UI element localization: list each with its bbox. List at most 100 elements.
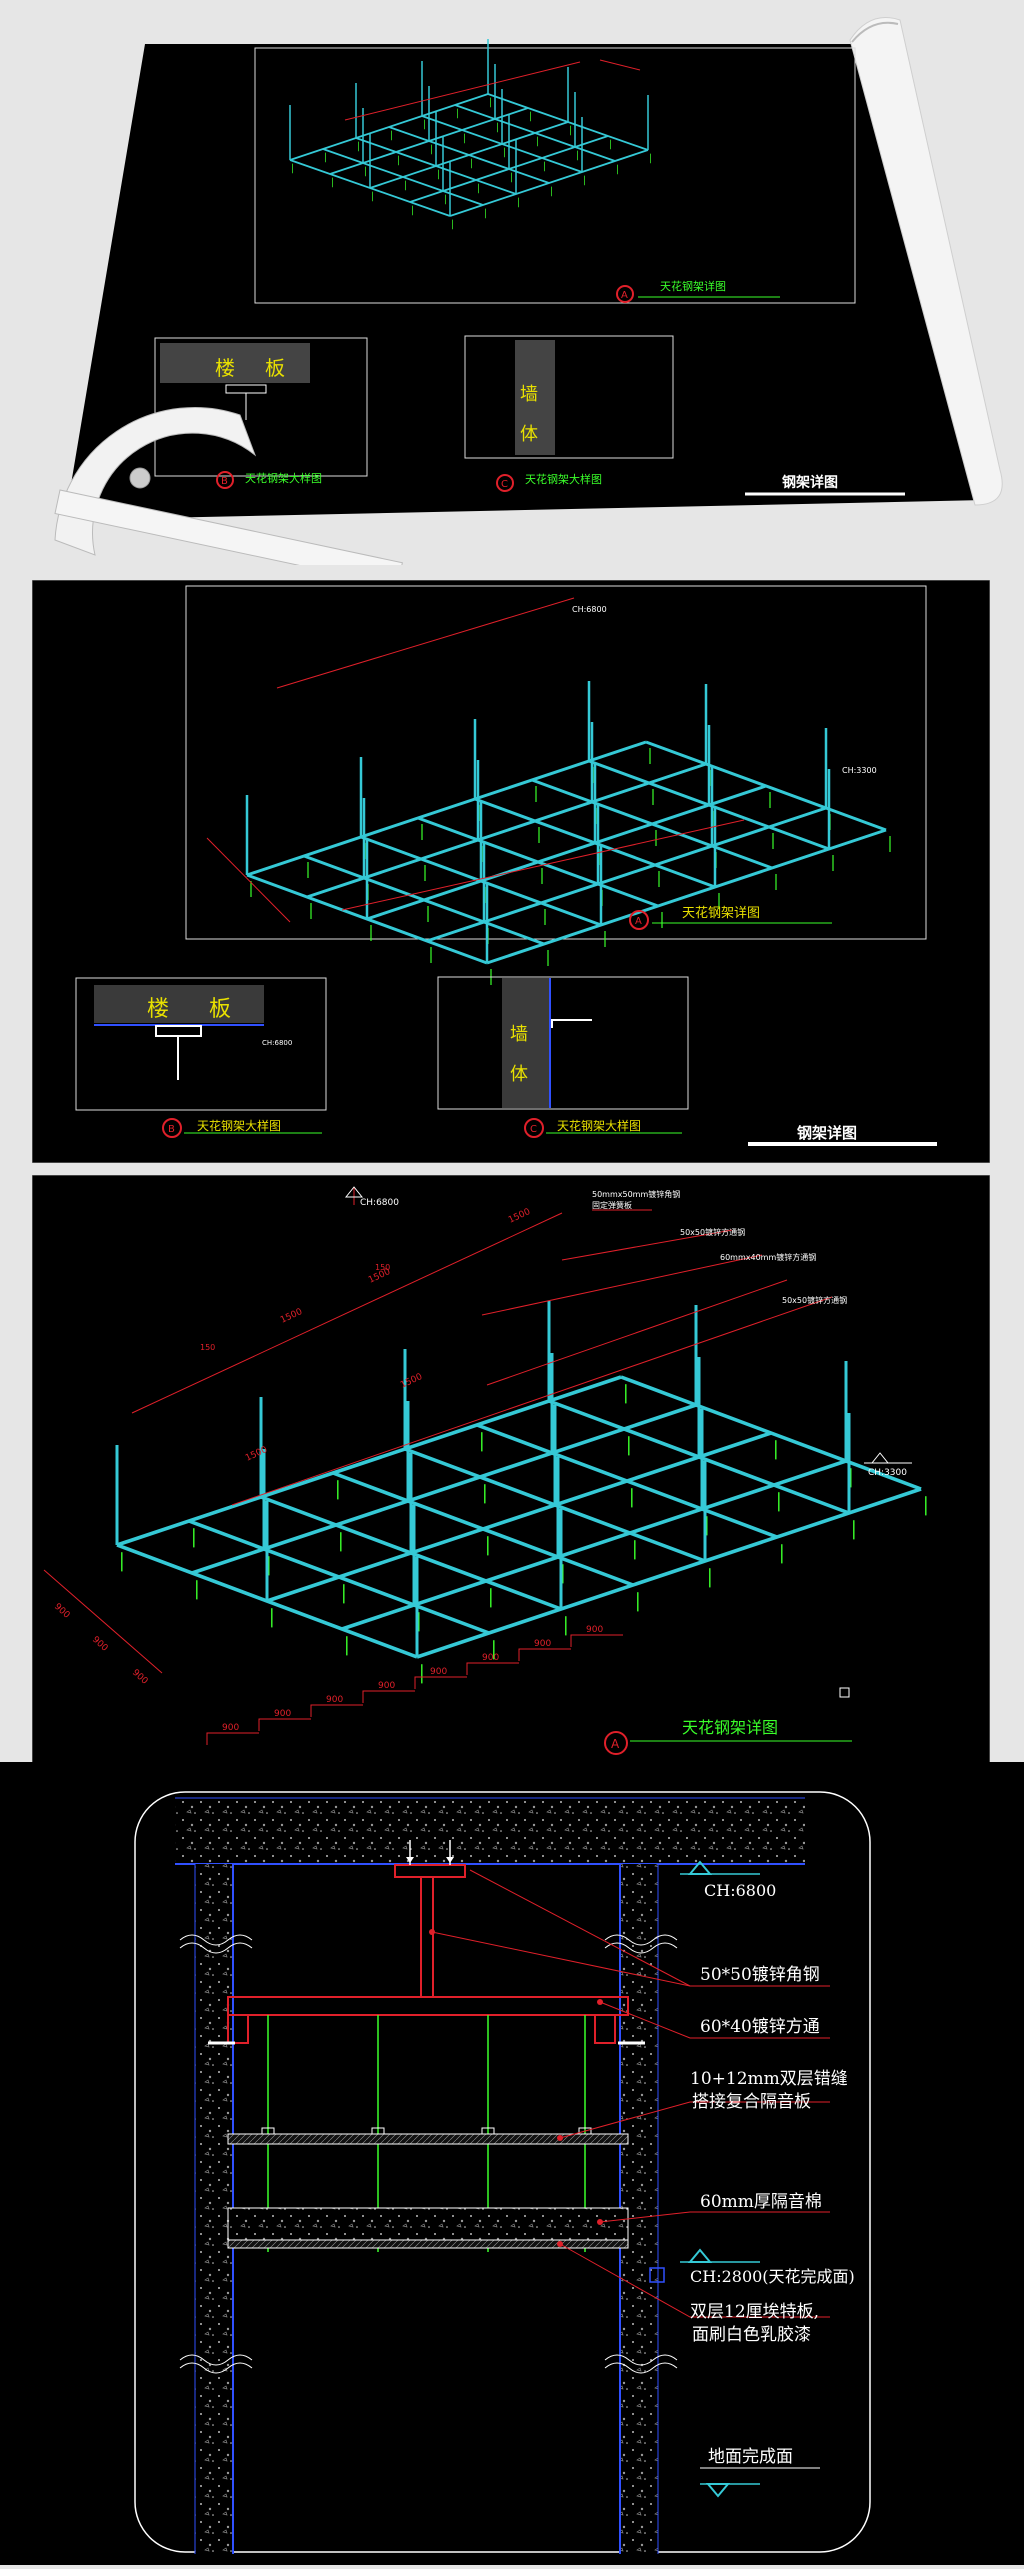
mini-title-b: 天花钢架大样图 bbox=[245, 471, 322, 485]
label-face-line1: 双层12厘埃特板, bbox=[690, 2302, 819, 2322]
mini-label-body: 体 bbox=[520, 424, 538, 445]
steel-member bbox=[476, 1423, 778, 1539]
dim-bottom-8: 900 bbox=[586, 1625, 603, 1635]
iso-note-tube-3: 50x50镀锌方通钢 bbox=[782, 1295, 847, 1305]
iso-elev-top: CH:6800 bbox=[360, 1198, 399, 1208]
detail-c-title: 天花钢架大样图 bbox=[557, 1118, 641, 1133]
finish-marker-box bbox=[649, 2267, 665, 2283]
face-board bbox=[227, 2239, 629, 2249]
ceiling-slab bbox=[175, 1796, 805, 1864]
steel-member bbox=[454, 104, 616, 162]
dim-step bbox=[362, 1690, 415, 1703]
sheet-elev-top: CH:6800 bbox=[572, 605, 607, 614]
sheet-title-a: 天花钢架详图 bbox=[682, 905, 760, 921]
detail-c-label-wall: 墙 bbox=[510, 1024, 528, 1045]
label-face-line2: 面刷白色乳胶漆 bbox=[692, 2325, 811, 2345]
steel-member bbox=[341, 1459, 847, 1631]
steel-member bbox=[306, 762, 707, 899]
dim-bottom-7: 900 bbox=[534, 1639, 551, 1649]
mini-sheet-title: 钢架详图 bbox=[782, 474, 838, 491]
steel-member bbox=[266, 1431, 772, 1603]
dim-step bbox=[414, 1676, 467, 1689]
detail-b-label-floor: 楼 bbox=[147, 997, 169, 1022]
steel-member bbox=[388, 126, 550, 184]
section-frame bbox=[134, 1791, 871, 2553]
elev-ceiling-finish: CH:2800(天花完成面) bbox=[690, 2267, 855, 2286]
steel-member bbox=[417, 816, 659, 908]
steel-member bbox=[426, 806, 827, 943]
sheet-elev-right: CH:3300 bbox=[842, 766, 877, 775]
dim-bottom-4: 900 bbox=[378, 1681, 395, 1691]
section-detail-panel: CH:6800 50*50镀锌角钢 60*40镀锌方通 10+12mm双层错缝 … bbox=[0, 1762, 1024, 2565]
elev-ceiling-top: CH:6800 bbox=[704, 1881, 776, 1900]
steel-member bbox=[645, 740, 887, 832]
label-cotton: 60mm厚隔音棉 bbox=[700, 2192, 822, 2212]
iso-marker-box bbox=[839, 1687, 850, 1698]
black-sheet bbox=[65, 44, 985, 520]
dim-bottom-5: 900 bbox=[430, 1667, 447, 1677]
dim-step bbox=[570, 1634, 623, 1647]
detail-c-label-body: 体 bbox=[510, 1064, 528, 1085]
soundproof-cotton bbox=[227, 2207, 629, 2241]
svg-text:B: B bbox=[221, 476, 228, 487]
detail-b-elevation: CH:6800 bbox=[262, 1039, 292, 1047]
dim-bottom-1: 900 bbox=[222, 1723, 239, 1733]
dim-bottom-3: 900 bbox=[326, 1695, 343, 1705]
steel-member bbox=[303, 854, 545, 946]
iso-elev-right: CH:3300 bbox=[868, 1468, 907, 1478]
iso-note-tube-1: 50x50镀锌方通钢 bbox=[680, 1227, 745, 1237]
detail-b-title: 天花钢架大样图 bbox=[197, 1118, 281, 1133]
dim-step bbox=[518, 1648, 571, 1661]
iso-note-spring: 固定弹簧板 bbox=[592, 1200, 632, 1210]
dim-bottom-6: 900 bbox=[482, 1653, 499, 1663]
soundproof-board bbox=[227, 2133, 629, 2145]
steel-member bbox=[332, 1471, 634, 1587]
iso-marker-a: A bbox=[611, 1737, 620, 1751]
iso-steel-grid-large bbox=[115, 1301, 927, 1684]
label-tube-steel: 60*40镀锌方通 bbox=[700, 2017, 820, 2037]
left-wall bbox=[195, 1864, 233, 2554]
steel-member bbox=[188, 1519, 490, 1635]
steel-member bbox=[191, 1403, 697, 1575]
svg-text:B: B bbox=[168, 1124, 175, 1135]
tube-steel-beam bbox=[227, 1996, 629, 2016]
full-sheet-panel: CH:6800 CH:3300 A 天花钢架详图 楼 板 CH:6800 B 天… bbox=[31, 579, 991, 1164]
steel-member bbox=[116, 1375, 622, 1547]
steel-member bbox=[246, 740, 647, 877]
dim-bottom-2: 900 bbox=[274, 1709, 291, 1719]
dim-step bbox=[466, 1662, 519, 1675]
iso-detail-svg: 1500 1500 1500 1500 1500 900 900 900 150… bbox=[31, 1174, 991, 1766]
section-detail-svg: CH:6800 50*50镀锌角钢 60*40镀锌方通 10+12mm双层错缝 … bbox=[0, 1762, 1024, 2565]
iso-title-a: 天花钢架详图 bbox=[682, 1718, 778, 1737]
label-board-line1: 10+12mm双层错缝 bbox=[690, 2069, 848, 2089]
label-angle-steel: 50*50镀锌角钢 bbox=[700, 1965, 820, 1985]
iso-note-tube-2: 60mmx40mm镀锌方通钢 bbox=[720, 1252, 816, 1262]
detail-b-label-slab: 板 bbox=[209, 997, 231, 1022]
mini-title-a: 天花钢架详图 bbox=[660, 279, 726, 293]
dim-step bbox=[206, 1732, 259, 1745]
svg-text:A: A bbox=[635, 916, 642, 927]
paper-roll bbox=[849, 17, 1003, 506]
steel-member bbox=[620, 1375, 922, 1491]
steel-member bbox=[322, 148, 484, 206]
mini-label-slab: 板 bbox=[265, 356, 285, 380]
mini-label-wall: 墙 bbox=[520, 384, 538, 405]
iso-note-angle: 50mmx50mm镀锌角钢 bbox=[592, 1189, 680, 1199]
iso-steel-grid bbox=[245, 681, 891, 985]
dim-height-1: 150 bbox=[200, 1343, 215, 1352]
steel-member bbox=[531, 778, 773, 870]
svg-text:C: C bbox=[501, 479, 508, 490]
preview-sheet-svg: 楼 板 墙 体 A 天花钢架详图 B 天花钢架大样图 C 天花钢架大样图 钢架详… bbox=[0, 0, 1024, 587]
svg-text:C: C bbox=[530, 1124, 537, 1135]
full-sheet-svg: CH:6800 CH:3300 A 天花钢架详图 楼 板 CH:6800 B 天… bbox=[31, 579, 991, 1164]
label-board-line2: 搭接复合隔音板 bbox=[692, 2092, 811, 2112]
preview-sheet-panel: 楼 板 墙 体 A 天花钢架详图 B 天花钢架大样图 C 天花钢架大样图 钢架详… bbox=[0, 0, 1024, 587]
mini-label-floor: 楼 bbox=[215, 356, 235, 380]
mini-title-c: 天花钢架大样图 bbox=[525, 472, 602, 486]
steel-member bbox=[366, 784, 767, 921]
steel-member bbox=[486, 828, 887, 965]
label-floor-finish: 地面完成面 bbox=[708, 2447, 793, 2467]
iso-detail-panel: 1500 1500 1500 1500 1500 900 900 900 150… bbox=[31, 1174, 991, 1766]
dim-step bbox=[258, 1718, 311, 1731]
steel-member bbox=[416, 1487, 922, 1659]
